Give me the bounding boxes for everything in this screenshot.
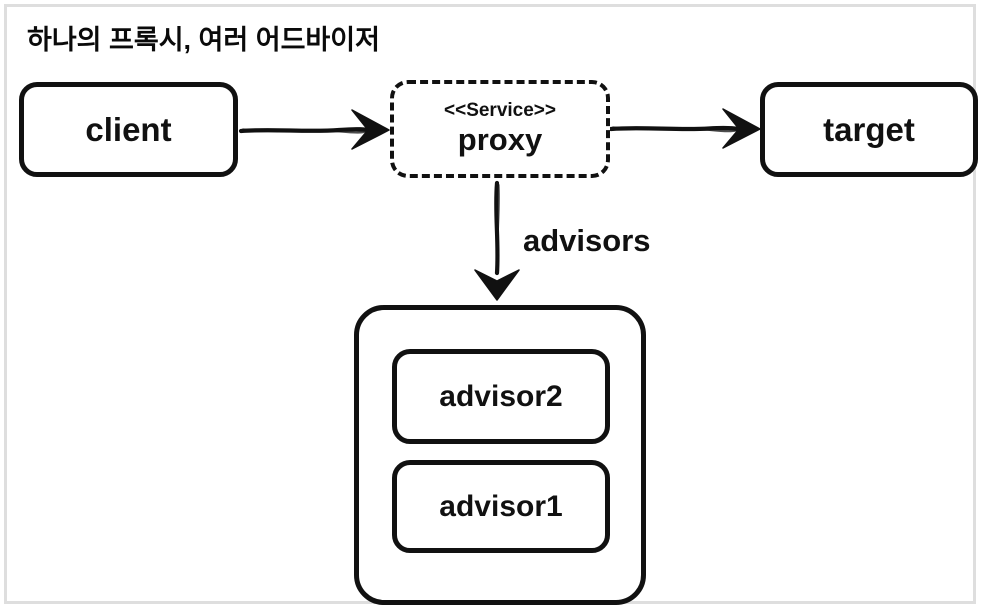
edge-client-to-proxy-arrowhead [351, 109, 390, 150]
diagram-title: 하나의 프록시, 여러 어드바이저 [27, 25, 380, 55]
edge-proxy-to-advisors-line [494, 180, 500, 276]
node-client-label: client [85, 110, 172, 148]
node-advisor1-label: advisor1 [439, 489, 563, 523]
node-advisor2: advisor2 [392, 349, 610, 444]
edge-proxy-to-target [608, 108, 761, 149]
node-advisor1: advisor1 [392, 460, 610, 553]
node-proxy-stereotype: <<Service>> [444, 100, 556, 121]
edge-client-to-proxy-line-texture [241, 128, 375, 134]
edge-client-to-proxy [238, 109, 390, 150]
diagram-frame: 하나의 프록시, 여러 어드바이저 client [4, 4, 978, 605]
node-target-label: target [823, 110, 915, 148]
edge-proxy-to-target-arrowhead [722, 108, 761, 149]
node-advisor2-label: advisor2 [439, 379, 563, 413]
advisors-container: advisor2 advisor1 [354, 305, 646, 605]
node-target: target [760, 82, 978, 177]
edge-proxy-to-advisors-arrowhead [474, 269, 520, 301]
node-client: client [19, 82, 238, 177]
edge-proxy-to-advisors [474, 180, 520, 301]
edge-proxy-to-target-line-texture [611, 126, 746, 133]
edge-proxy-to-target-line [608, 125, 748, 132]
node-proxy: <<Service>> proxy [390, 80, 610, 178]
edge-client-to-proxy-line [238, 127, 377, 134]
node-proxy-label: proxy [457, 121, 543, 157]
edge-proxy-to-advisors-line-texture [496, 183, 500, 273]
advisors-edge-label: advisors [523, 223, 651, 258]
